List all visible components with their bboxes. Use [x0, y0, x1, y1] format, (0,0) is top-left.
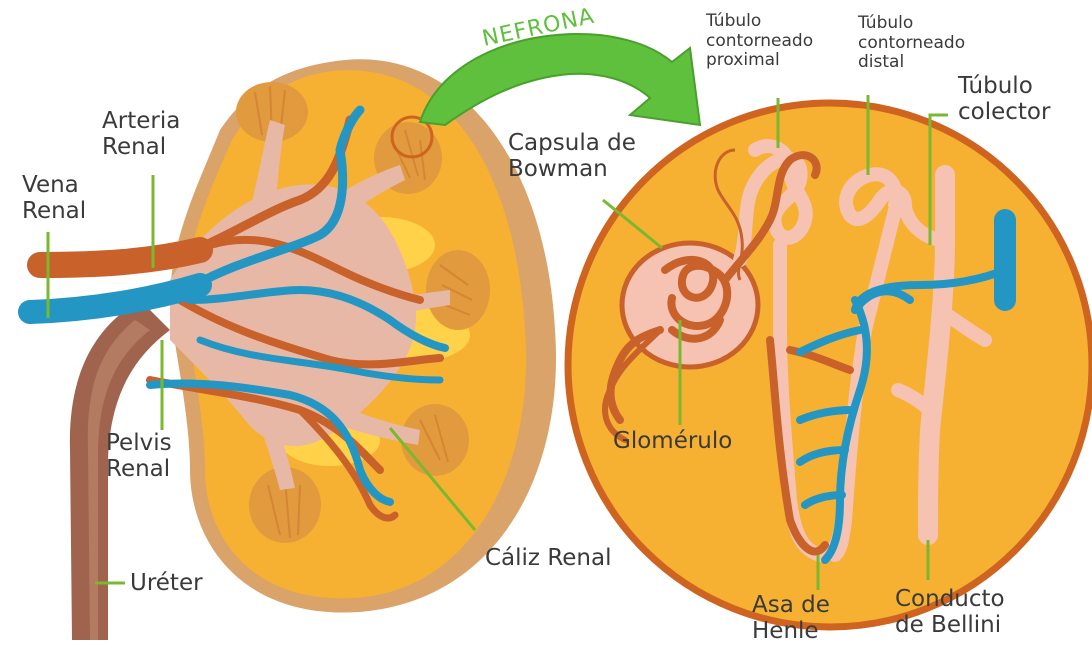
label-arteria-line1: Arteria [102, 108, 180, 134]
label-asa-line1: Asa de [752, 592, 830, 618]
label-capsula-line1: Capsula de [508, 130, 636, 156]
label-colector-line1: Túbulo [958, 73, 1050, 99]
label-tubulo-distal: Túbulo contorneado distal [858, 14, 965, 73]
label-pelvis-renal: Pelvis Renal [106, 430, 172, 483]
label-distal-line3: distal [858, 53, 965, 73]
label-conducto-line2: de Bellini [895, 612, 1005, 638]
label-asa-henle: Asa de Henle [752, 592, 830, 645]
label-tubulo-proximal: Túbulo contorneado proximal [706, 12, 813, 71]
label-capsula-line2: Bowman [508, 156, 636, 182]
label-glomerulo: Glomérulo [613, 428, 732, 454]
label-proximal-line1: Túbulo [706, 12, 813, 32]
label-colector-line2: colector [958, 99, 1050, 125]
label-vena-renal: Vena Renal [22, 172, 86, 225]
label-tubulo-colector: Túbulo colector [958, 73, 1050, 126]
label-distal-line2: contorneado [858, 34, 965, 54]
label-capsula-bowman: Capsula de Bowman [508, 130, 636, 183]
label-conducto-line1: Conducto [895, 586, 1005, 612]
label-vena-line2: Renal [22, 198, 86, 224]
label-distal-line1: Túbulo [858, 14, 965, 34]
label-ureter: Uréter [130, 570, 203, 596]
label-arteria-renal: Arteria Renal [102, 108, 180, 161]
label-caliz-renal: Cáliz Renal [485, 545, 611, 571]
label-proximal-line2: contorneado [706, 32, 813, 52]
label-conducto-bellini: Conducto de Bellini [895, 586, 1005, 639]
label-pelvis-line2: Renal [106, 456, 172, 482]
label-pelvis-line1: Pelvis [106, 430, 172, 456]
label-asa-line2: Henle [752, 618, 830, 644]
nefrona-arrow [420, 34, 700, 125]
label-vena-line1: Vena [22, 172, 86, 198]
label-arteria-line2: Renal [102, 134, 180, 160]
label-proximal-line3: proximal [706, 51, 813, 71]
